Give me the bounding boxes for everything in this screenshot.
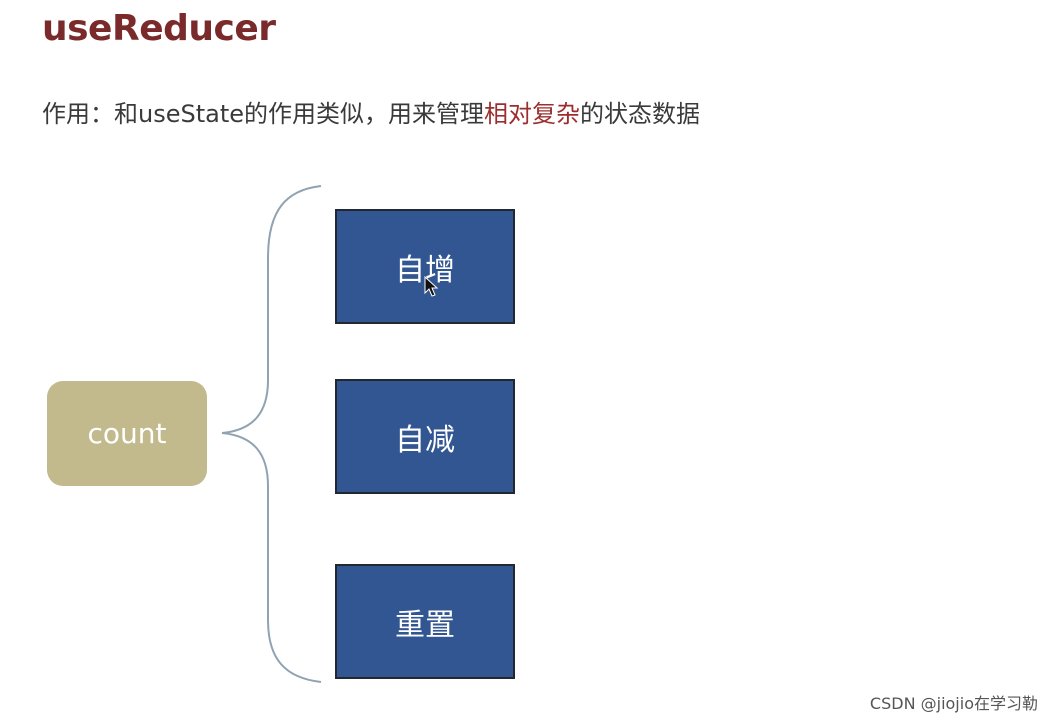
description-highlight: 相对复杂 bbox=[484, 100, 581, 128]
page-title: useReducer bbox=[42, 8, 276, 49]
count-node: count bbox=[47, 381, 207, 486]
mouse-pointer-icon bbox=[424, 276, 439, 297]
description-suffix: 的状态数据 bbox=[580, 100, 701, 128]
action-decrement-label: 自减 bbox=[395, 422, 455, 458]
action-decrement: 自减 bbox=[335, 379, 515, 494]
count-label: count bbox=[87, 417, 167, 450]
action-reset-label: 重置 bbox=[395, 607, 455, 643]
description: 作用：和useState的作用类似，用来管理相对复杂的状态数据 bbox=[42, 94, 700, 129]
action-reset: 重置 bbox=[335, 564, 515, 679]
watermark: CSDN @jiojio在学习勒 bbox=[869, 694, 1038, 713]
description-prefix: 作用：和useState的作用类似，用来管理 bbox=[42, 100, 485, 128]
action-increment: 自增 bbox=[335, 209, 515, 324]
